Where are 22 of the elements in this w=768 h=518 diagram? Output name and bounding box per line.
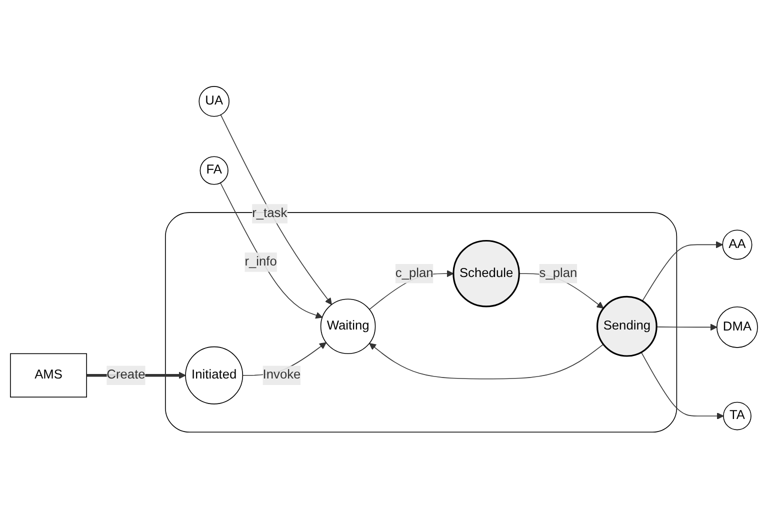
arrow	[642, 240, 723, 302]
edge-label: Create	[106, 368, 146, 382]
edge-label: c_plan	[395, 266, 434, 280]
arrow	[640, 352, 724, 420]
node-circle: Waiting	[320, 298, 376, 354]
arrow	[369, 342, 604, 379]
node-circle: AA	[722, 229, 752, 260]
edge-label: s_plan	[539, 266, 578, 280]
arrow	[220, 182, 323, 318]
node-circle: Schedule	[452, 240, 520, 307]
arrow	[656, 323, 718, 330]
node-circle: Sending	[596, 296, 658, 357]
node-circle: TA	[723, 402, 752, 430]
edge-label: Invoke	[262, 368, 301, 382]
edge-label: r_task	[252, 206, 288, 220]
edge-label: r_info	[244, 254, 277, 268]
node-circle: FA	[200, 156, 228, 185]
node-box: AMS	[10, 353, 87, 398]
node-circle: UA	[198, 86, 230, 117]
arrow	[220, 114, 332, 305]
node-circle: Initiated	[185, 346, 244, 404]
node-circle: DMA	[716, 306, 758, 348]
